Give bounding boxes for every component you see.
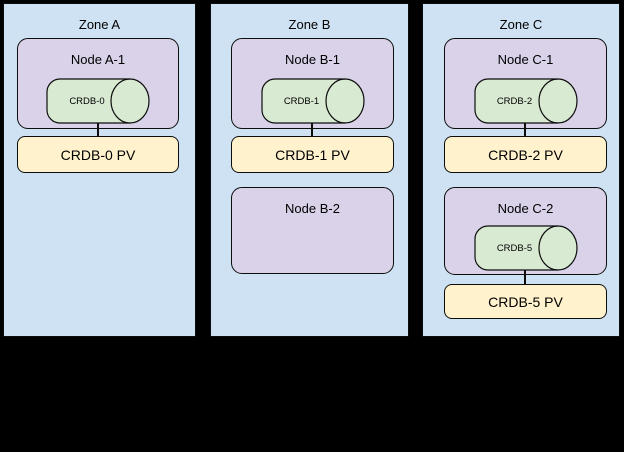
node-c-1: Node C-1 CRDB-2 [444,38,607,129]
zone-b-label: Zone B [288,17,331,32]
zone-c: Zone C Node C-1 CRDB-2 CRDB-2 PV Node C-… [422,3,620,337]
zone-b: Zone B Node B-1 CRDB-1 CRDB-1 PV Node B-… [210,3,409,337]
connector-crdb-5-to-pv [524,270,526,284]
crdb-5-cylinder: CRDB-5 [473,225,578,271]
pv-crdb-1: CRDB-1 PV [231,136,394,173]
node-b-1-label: Node B-1 [285,52,340,67]
crdb-0-cylinder: CRDB-0 [46,78,150,124]
zone-a-label: Zone A [78,17,121,32]
pv-crdb-2-label: CRDB-2 PV [488,146,563,163]
connector-crdb-2-to-pv [524,123,526,136]
node-a-1: Node A-1 CRDB-0 [17,38,179,129]
node-b-2: Node B-2 [231,187,394,274]
crdb-2-cylinder-label: CRDB-2 [496,95,533,107]
database-cylinder-icon [473,225,578,271]
pv-crdb-2: CRDB-2 PV [444,136,607,173]
zone-c-label: Zone C [499,17,543,32]
connector-crdb-0-to-pv [97,123,99,136]
database-cylinder-icon [260,78,365,124]
crdb-1-cylinder-label: CRDB-1 [283,95,320,107]
pv-crdb-0: CRDB-0 PV [17,136,179,173]
zone-a: Zone A Node A-1 CRDB-0 CRDB-0 PV [3,3,196,337]
node-a-1-label: Node A-1 [70,52,126,67]
crdb-5-cylinder-label: CRDB-5 [496,242,533,254]
node-c-2: Node C-2 CRDB-5 [444,187,607,275]
crdb-0-cylinder-label: CRDB-0 [69,95,105,107]
database-cylinder-icon [473,78,578,124]
pv-crdb-1-label: CRDB-1 PV [275,146,350,163]
node-c-2-label: Node C-2 [497,201,554,216]
connector-crdb-1-to-pv [311,123,313,136]
crdb-2-cylinder: CRDB-2 [473,78,578,124]
pv-crdb-0-label: CRDB-0 PV [60,146,136,163]
database-cylinder-icon [46,78,150,124]
pv-crdb-5: CRDB-5 PV [444,284,607,319]
node-b-2-label: Node B-2 [285,201,340,216]
crdb-1-cylinder: CRDB-1 [260,78,365,124]
pv-crdb-5-label: CRDB-5 PV [488,293,563,310]
node-b-1: Node B-1 CRDB-1 [231,38,394,129]
node-c-1-label: Node C-1 [497,52,554,67]
